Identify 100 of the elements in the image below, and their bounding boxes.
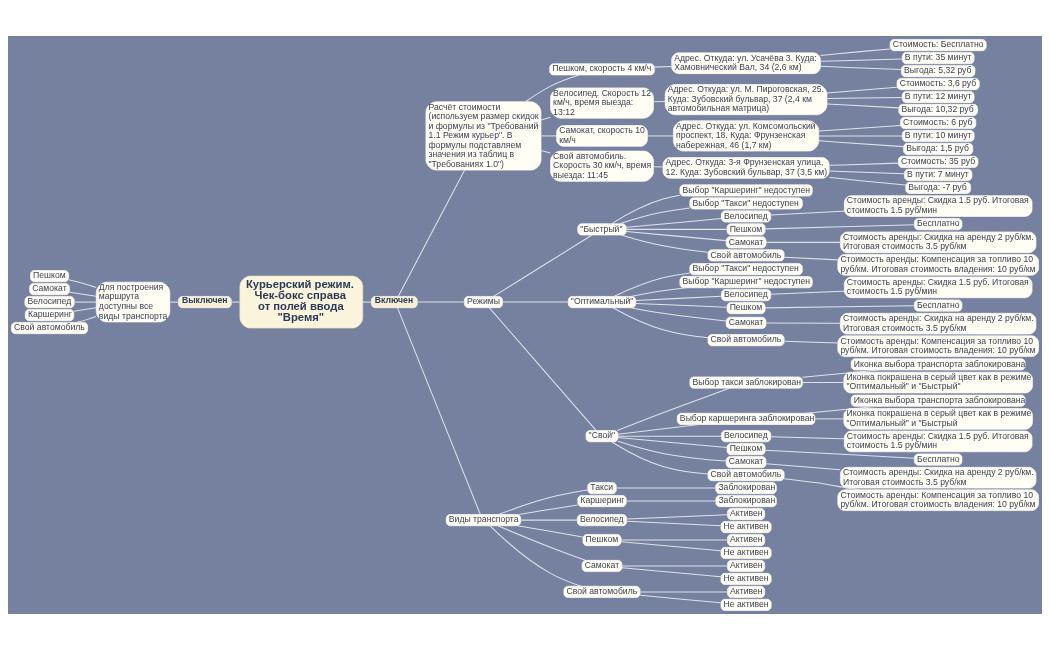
- node-box: Активен: [727, 585, 766, 598]
- connector: [764, 224, 915, 230]
- connector: [783, 340, 839, 344]
- node-box: Велосипед: [721, 430, 772, 443]
- connector: [73, 307, 97, 312]
- node-box: Свой автомобиль: [707, 249, 785, 262]
- node-box: Бесплатно: [914, 453, 963, 466]
- connector: [765, 322, 841, 324]
- connector: [498, 489, 588, 515]
- connector: [764, 449, 915, 459]
- node-box: Адрес. Откуда: 3-я Фрунзенская улица, 12. Куда: Зубовский бульвар, 37 (3,5 км): [662, 157, 830, 179]
- connector: [826, 86, 898, 94]
- connector: [625, 231, 727, 242]
- node-box: Активен: [727, 534, 766, 546]
- connector: [68, 279, 97, 289]
- node-box: Заблокирован: [715, 482, 777, 495]
- node-box: Самокат, скорость 10 км/ч: [556, 125, 648, 147]
- node-box: Выбор каршеринга заблокирован: [676, 412, 816, 425]
- connector: [489, 525, 582, 587]
- node-box: Велосипед. Скорость 12 км/ч, время выезда: 13:12: [550, 87, 654, 119]
- node-box: Самокат: [29, 283, 70, 296]
- node-box: Включен: [371, 296, 418, 309]
- node-box: Пешком: [726, 223, 766, 236]
- connector: [520, 519, 578, 521]
- node-box: Выбор "Каршеринг" недоступен: [679, 184, 813, 197]
- node-box: В пути: 35 минут: [901, 52, 975, 65]
- node-box: Виды транспорта: [445, 514, 521, 527]
- connector: [617, 424, 700, 435]
- node-box: Каршеринг: [577, 495, 627, 508]
- connector: [620, 541, 722, 552]
- connector: [818, 140, 905, 148]
- connector: [635, 302, 728, 308]
- node-box: Стоимость аренды: Скидка на аренду 2 руб/км. Итоговая стоимость 3.5 руб/км: [840, 231, 1037, 254]
- node-box: Пешком: [726, 302, 766, 315]
- node-box: Велосипед: [721, 210, 772, 223]
- connector: [818, 124, 901, 132]
- connector: [611, 441, 709, 475]
- node-box: Выбор такси заблокирован: [689, 376, 803, 389]
- node-box: Велосипед: [721, 289, 772, 302]
- connector: [653, 101, 666, 103]
- connector: [518, 504, 578, 515]
- connector: [497, 525, 586, 561]
- node-box: Пешком: [726, 443, 766, 456]
- connector: [630, 307, 727, 322]
- node-box: Свой автомобиль: [563, 585, 641, 598]
- connector: [362, 301, 372, 303]
- connector: [770, 290, 845, 295]
- node-box: Выбор "Такси" недоступен: [689, 197, 803, 210]
- node-box: Выгода: 1,5 руб: [903, 142, 974, 155]
- connector: [617, 440, 727, 462]
- node-box: Иконка выбора транспорта заблокирована: [850, 358, 1026, 371]
- connector: [820, 48, 891, 56]
- node-box: Не активен: [720, 573, 772, 585]
- node-box: "Оптимальный": [567, 296, 637, 309]
- node-box: Не активен: [720, 547, 772, 559]
- connector: [828, 176, 907, 186]
- connector: [626, 520, 722, 527]
- connector: [654, 65, 672, 68]
- connector: [613, 272, 691, 297]
- node-box: Стоимость аренды: Скидка на аренду 2 руб/км. Итоговая стоимость 3.5 руб/км: [840, 312, 1037, 335]
- node-box: Свой автомобиль: [11, 322, 88, 334]
- connector: [73, 301, 97, 303]
- connector: [639, 594, 722, 604]
- connector: [230, 301, 241, 303]
- connector: [620, 234, 709, 253]
- connector: [814, 418, 845, 420]
- node-box: Свой автомобиль. Скорость 30 км/ч, время выезда: 11:45: [550, 150, 654, 182]
- connector: [764, 305, 915, 309]
- node-box: Пешком: [582, 534, 622, 546]
- connector: [783, 256, 839, 261]
- node-box: Для построения маршрута доступны все виды транспорта: [95, 281, 171, 323]
- node-box: Не активен: [720, 598, 772, 611]
- connector: [611, 194, 681, 225]
- node-box: Иконка выбора транспорта заблокирована: [850, 394, 1026, 407]
- node-box: Не активен: [720, 521, 772, 533]
- connector: [493, 234, 593, 297]
- connector: [616, 487, 717, 489]
- node-box: Выбор "Каршеринг" недоступен: [679, 276, 813, 289]
- node-box: "Свой": [585, 430, 619, 443]
- node-box: В пути: 10 минут: [901, 129, 975, 142]
- connector: [818, 135, 903, 137]
- node-box: Самокат: [725, 316, 767, 329]
- connector: [647, 135, 674, 137]
- connector: [488, 307, 597, 431]
- node-box: Самокат: [725, 236, 767, 249]
- connector: [621, 567, 722, 578]
- node-box: Стоимость аренды: Скидка 1.5 руб. Итоговая стоимость 1.5 руб/мин: [843, 195, 1033, 217]
- node-box: Активен: [727, 560, 766, 572]
- node-box: Свой автомобиль: [707, 469, 785, 482]
- connector: [76, 316, 97, 323]
- connector: [516, 525, 584, 538]
- connector: [540, 135, 557, 137]
- connector: [635, 295, 722, 301]
- node-box: В пути: 7 минут: [904, 168, 973, 181]
- node-box: Иконка покрашена в серый цвет как в режиме "Оптимальный" и "Быстрый: [843, 408, 1033, 430]
- node-box: Выгода: -7 руб: [905, 181, 971, 194]
- node-box: "Быстрый": [577, 223, 627, 236]
- node-box: Адрес. Откуда: ул. Комсомольский проспект, 18. Куда: Фрунзенская набережная, 46 (1,7 км): [673, 120, 820, 152]
- node-box: Пешком, скорость 4 км/ч: [549, 63, 655, 76]
- node-box: Курьерский режим. Чек-бокс справа от полей ввода "Время": [239, 275, 364, 329]
